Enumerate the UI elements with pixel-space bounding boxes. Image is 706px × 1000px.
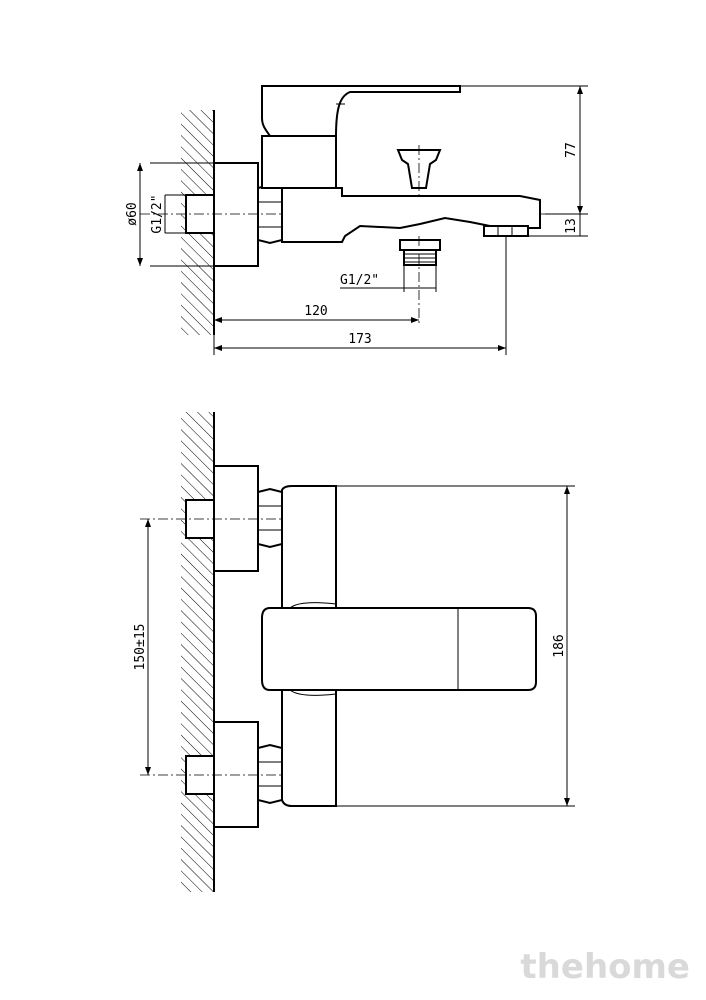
lever-handle-front (261, 607, 537, 691)
thread-inlet-label: G1/2" (150, 194, 165, 233)
front-view: 150±15 186 (133, 412, 575, 892)
dim-spout-offset: 13 (564, 218, 579, 234)
dim-diameter: ø60 (125, 202, 140, 225)
dim-centers: 150±15 (133, 624, 148, 671)
cartridge-column (261, 135, 337, 189)
lever-handle-side (261, 85, 461, 137)
escutcheon-lower (213, 721, 259, 828)
hex-nut-lower (257, 743, 283, 805)
dim-height-side: 77 (564, 142, 579, 158)
wall-hatch-bottom (181, 412, 214, 892)
escutcheon-upper (213, 465, 259, 572)
side-view: ø60 G1/2" G1/2" 120 173 77 13 (125, 85, 588, 355)
escutcheon (213, 162, 259, 267)
mixer-body-side (281, 187, 541, 243)
watermark: thehome (520, 947, 690, 987)
outlet-collar (399, 239, 441, 251)
spout-outlet (483, 225, 529, 237)
dim-outlet-distance: 120 (304, 304, 327, 319)
thread-outlet-label: G1/2" (340, 273, 379, 288)
dim-height-front: 186 (552, 634, 567, 657)
hex-nut-upper (257, 487, 283, 549)
dim-total-length: 173 (348, 332, 371, 347)
